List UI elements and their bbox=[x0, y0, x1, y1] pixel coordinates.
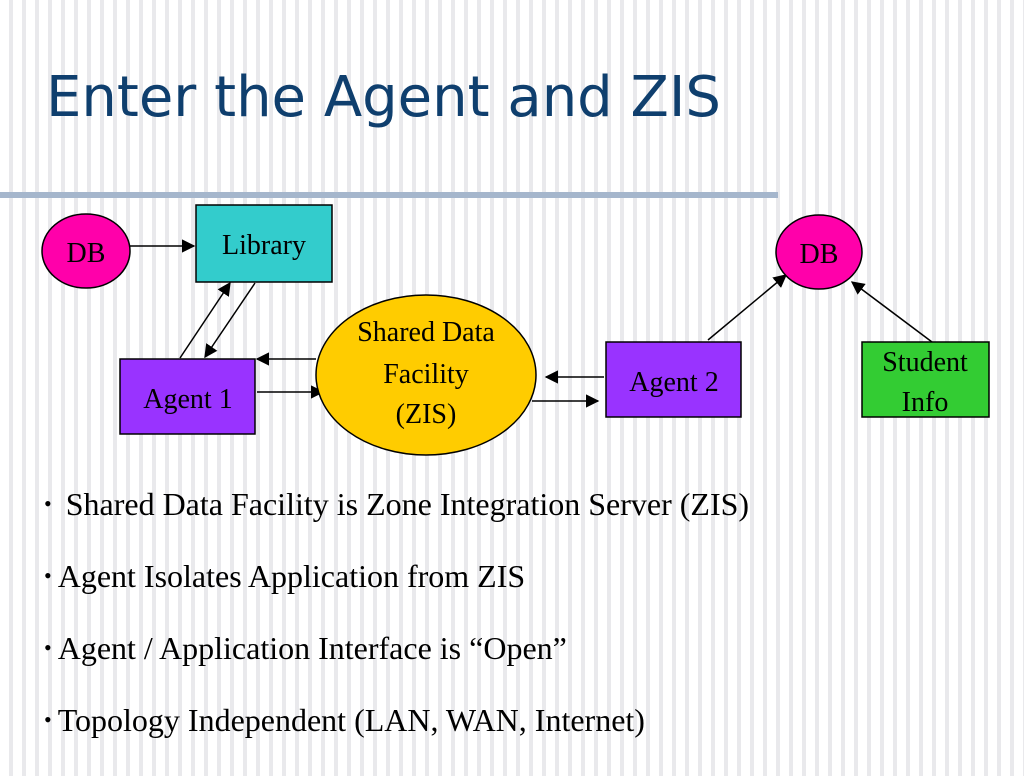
agent1-node: Agent 1 bbox=[119, 358, 256, 435]
arrow-agent2-to-db bbox=[707, 274, 788, 341]
library-node: Library bbox=[195, 204, 333, 283]
db-right-label: DB bbox=[800, 239, 839, 270]
zis-node: Shared Data Facility (ZIS) bbox=[315, 294, 537, 456]
bullet-text: Agent Isolates Application from ZIS bbox=[57, 558, 526, 594]
db-left-label: DB bbox=[67, 238, 106, 269]
zis-label-line1: Shared Data bbox=[357, 317, 495, 348]
slide-title: Enter the Agent and ZIS bbox=[46, 65, 721, 130]
agent2-node: Agent 2 bbox=[605, 341, 742, 418]
student-info-label-line1: Student bbox=[882, 347, 968, 378]
bullet-item: • Shared Data Facility is Zone Integrati… bbox=[44, 488, 1004, 560]
zis-label-line3: (ZIS) bbox=[396, 399, 457, 430]
bullet-item: •Topology Independent (LAN, WAN, Interne… bbox=[44, 704, 1004, 776]
bullet-list: • Shared Data Facility is Zone Integrati… bbox=[44, 488, 1004, 776]
library-label: Library bbox=[222, 230, 306, 261]
arrow-student-info-to-db bbox=[850, 281, 933, 343]
agent2-label: Agent 2 bbox=[629, 367, 718, 398]
student-info-label-line2: Info bbox=[902, 387, 949, 418]
architecture-diagram: DB Library Agent 1 Shared Data Facility … bbox=[41, 204, 990, 456]
bullet-item: •Agent / Application Interface is “Open” bbox=[44, 632, 1004, 704]
bullet-text: Shared Data Facility is Zone Integration… bbox=[57, 486, 750, 522]
arrow-library-to-agent1 bbox=[204, 282, 256, 359]
student-info-node: Student Info bbox=[861, 341, 990, 418]
db-left-node: DB bbox=[41, 213, 131, 289]
bullet-icon: • bbox=[44, 635, 52, 660]
title-underline bbox=[0, 192, 778, 198]
bullet-icon: • bbox=[44, 491, 52, 516]
bullet-text: Topology Independent (LAN, WAN, Internet… bbox=[57, 702, 645, 738]
arrow-agent1-to-library bbox=[179, 281, 231, 359]
bullet-icon: • bbox=[44, 707, 52, 732]
bullet-item: •Agent Isolates Application from ZIS bbox=[44, 560, 1004, 632]
db-right-node: DB bbox=[775, 214, 863, 290]
agent1-label: Agent 1 bbox=[143, 384, 232, 415]
connectors bbox=[130, 239, 933, 408]
bullet-icon: • bbox=[44, 563, 52, 588]
bullet-text: Agent / Application Interface is “Open” bbox=[57, 630, 567, 666]
zis-label-line2: Facility bbox=[383, 359, 469, 390]
